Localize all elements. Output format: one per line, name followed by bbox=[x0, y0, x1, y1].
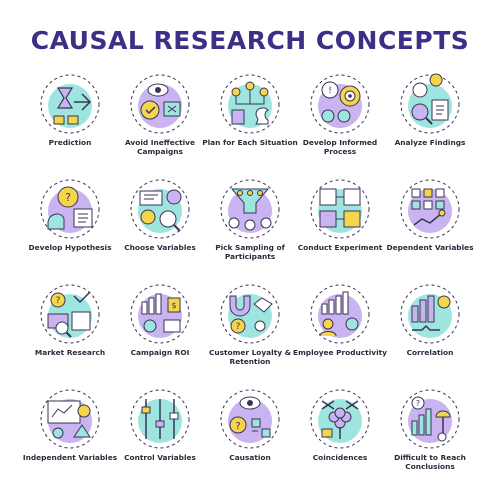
svg-text:!: ! bbox=[328, 86, 332, 96]
concept-label: Causation bbox=[229, 453, 271, 462]
dependent-variables-icon bbox=[398, 177, 462, 241]
svg-text:?: ? bbox=[236, 322, 241, 332]
plan-situation-icon bbox=[218, 72, 282, 136]
concept-choose-variables: Choose Variables bbox=[115, 173, 205, 278]
concept-informed-process: ! Develop Informed Process bbox=[295, 68, 385, 173]
hypothesis-icon: ? bbox=[38, 177, 102, 241]
concept-causation: ? Causation bbox=[205, 383, 295, 488]
svg-text:?: ? bbox=[56, 296, 61, 306]
concept-label: Analyze Findings bbox=[394, 138, 466, 147]
concept-productivity: Employee Productivity bbox=[293, 278, 387, 383]
concept-label: Coincidences bbox=[312, 453, 368, 462]
concept-hypothesis: ? Develop Hypothesis bbox=[25, 173, 115, 278]
independent-variables-icon bbox=[38, 387, 102, 451]
productivity-icon bbox=[308, 282, 372, 346]
concept-sampling: Pick Sampling of Participants bbox=[205, 173, 295, 278]
campaign-roi-icon: $ bbox=[128, 282, 192, 346]
concept-plan-situation: Plan for Each Situation bbox=[202, 68, 298, 173]
avoid-campaigns-icon bbox=[128, 72, 192, 136]
concept-label: Plan for Each Situation bbox=[202, 138, 298, 147]
correlation-icon bbox=[398, 282, 462, 346]
sampling-icon bbox=[218, 177, 282, 241]
svg-text:$: $ bbox=[171, 301, 176, 310]
concept-coincidences: Coincidences bbox=[295, 383, 385, 488]
concept-label: Dependent Variables bbox=[386, 243, 474, 252]
concept-label: Correlation bbox=[406, 348, 454, 357]
concept-loyalty: ? Customer Loyalty & Retention bbox=[205, 278, 295, 383]
control-variables-icon bbox=[128, 387, 192, 451]
concept-label: Choose Variables bbox=[124, 243, 196, 252]
concept-independent-variables: Independent Variables bbox=[23, 383, 117, 488]
concept-avoid-campaigns: Avoid Ineffective Campaigns bbox=[115, 68, 205, 173]
concept-market-research: ? Market Research bbox=[25, 278, 115, 383]
choose-variables-icon bbox=[128, 177, 192, 241]
svg-text:?: ? bbox=[416, 399, 420, 408]
concept-label: Develop Informed Process bbox=[302, 138, 378, 156]
concept-analyze-findings: Analyze Findings bbox=[385, 68, 475, 173]
concept-control-variables: Control Variables bbox=[115, 383, 205, 488]
concept-label: Market Research bbox=[34, 348, 106, 357]
concept-grid: Prediction Avoid Ineffective Campaigns P… bbox=[23, 68, 475, 488]
page-title: CAUSAL RESEARCH CONCEPTS bbox=[30, 26, 470, 55]
informed-process-icon: ! bbox=[308, 72, 372, 136]
loyalty-icon: ? bbox=[218, 282, 282, 346]
concept-label: Difficult to Reach Conclusions bbox=[394, 453, 466, 471]
concept-difficult-conclusions: ? Difficult to Reach Conclusions bbox=[385, 383, 475, 488]
prediction-icon bbox=[38, 72, 102, 136]
concept-label: Control Variables bbox=[124, 453, 196, 462]
concept-label: Campaign ROI bbox=[130, 348, 190, 357]
concept-label: Employee Productivity bbox=[293, 348, 387, 357]
concept-label: Avoid Ineffective Campaigns bbox=[124, 138, 196, 156]
concept-label: Conduct Experiment bbox=[297, 243, 383, 252]
experiment-icon bbox=[308, 177, 372, 241]
concept-label: Independent Variables bbox=[22, 453, 118, 462]
coincidences-icon bbox=[308, 387, 372, 451]
concept-label: Develop Hypothesis bbox=[28, 243, 112, 252]
svg-text:?: ? bbox=[235, 421, 240, 432]
concept-label: Prediction bbox=[48, 138, 92, 147]
concept-experiment: Conduct Experiment bbox=[295, 173, 385, 278]
concept-dependent-variables: Dependent Variables bbox=[385, 173, 475, 278]
concept-campaign-roi: $ Campaign ROI bbox=[115, 278, 205, 383]
concept-prediction: Prediction bbox=[25, 68, 115, 173]
concept-label: Pick Sampling of Participants bbox=[215, 243, 285, 261]
concept-correlation: Correlation bbox=[385, 278, 475, 383]
market-research-icon: ? bbox=[38, 282, 102, 346]
causation-icon: ? bbox=[218, 387, 282, 451]
concept-label: Customer Loyalty & Retention bbox=[208, 348, 292, 366]
difficult-conclusions-icon: ? bbox=[398, 387, 462, 451]
svg-text:?: ? bbox=[65, 191, 71, 204]
analyze-findings-icon bbox=[398, 72, 462, 136]
